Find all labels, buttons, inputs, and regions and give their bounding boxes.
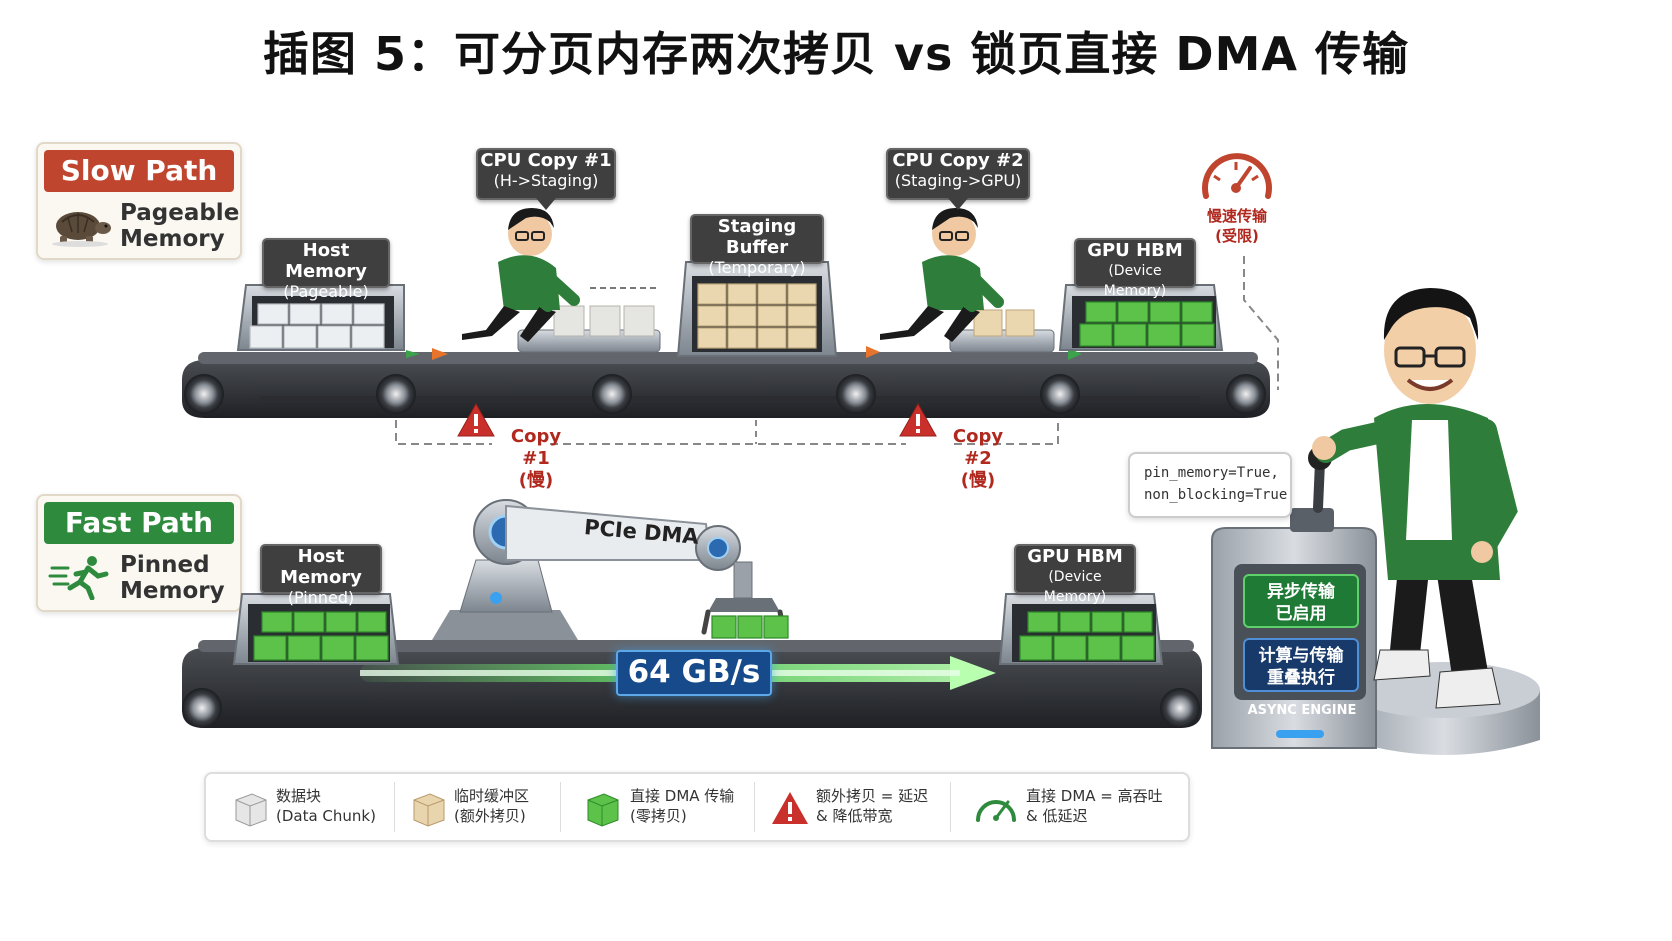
host-memory-pageable-tray xyxy=(236,284,405,351)
gray-cube-icon xyxy=(235,793,267,827)
green-cube-icon xyxy=(587,793,619,827)
cpu-copy-1-title: CPU Copy #1 xyxy=(480,150,612,171)
legend-item-data-chunk: 数据块 (Data Chunk) xyxy=(224,774,394,840)
green-data-chunks-slow xyxy=(1079,301,1215,347)
legend-item-direct-dma: 直接 DMA 传输 (零拷贝) xyxy=(576,774,762,840)
fast-path-title: Fast Path xyxy=(44,502,234,544)
legend-data-chunk-sub: (Data Chunk) xyxy=(276,807,376,825)
legend-item-extra-copy: 额外拷贝 = 延迟 & 降低带宽 xyxy=(766,774,956,840)
async-transfer-sub: 已启用 xyxy=(1275,604,1327,624)
host-memory-pinned-tray xyxy=(232,593,400,665)
fast-path-subtitle: Pinned Memory xyxy=(120,552,225,604)
tan-buffer-chunks xyxy=(697,283,817,349)
staging-buffer-tray xyxy=(676,261,838,357)
page-title: 插图 5：可分页内存两次拷贝 vs 锁页直接 DMA 传输 xyxy=(262,27,1409,81)
pcie-dma-robot-arm xyxy=(432,499,789,640)
slow-transfer-label: 慢速传输 (受限) xyxy=(1196,206,1278,246)
legend-data-chunk-title: 数据块 xyxy=(276,787,322,805)
host-memory-pinned-sub: (Pinned) xyxy=(287,588,355,607)
host-memory-pinned-title: Host Memory xyxy=(280,546,362,588)
fast-path-sub-2: Memory xyxy=(120,578,225,604)
async-engine-label: ASYNC ENGINE xyxy=(1247,703,1357,718)
gpu-hbm-slow-label: GPU HBM (Device Memory) xyxy=(1074,238,1196,299)
overlap-title: 计算与传输 xyxy=(1258,646,1344,666)
slow-path-subtitle: Pageable Memory xyxy=(120,200,239,252)
legend-direct-dma-title: 直接 DMA 传输 xyxy=(630,787,735,805)
tan-cube-icon xyxy=(413,793,445,827)
legend-high-throughput-sub: & 低延迟 xyxy=(1026,807,1088,825)
staging-buffer-label: Staging Buffer (Temporary) xyxy=(690,214,824,277)
host-memory-pinned-label: Host Memory (Pinned) xyxy=(260,544,382,607)
host-memory-pageable-label: Host Memory (Pageable) xyxy=(262,238,390,301)
fast-path-badge: Fast Path Pinned Memory xyxy=(36,494,242,612)
compute-transfer-overlap-button: 计算与传输 重叠执行 xyxy=(1243,638,1359,692)
fast-path-sub-1: Pinned xyxy=(120,552,210,578)
warning-icon xyxy=(772,792,808,824)
warning-icon xyxy=(457,402,495,437)
slow-path-sub-2: Memory xyxy=(120,226,225,252)
gpu-hbm-fast-tray xyxy=(998,593,1164,665)
legend-direct-dma-sub: (零拷贝) xyxy=(630,807,687,825)
cpu-copy-worker-2 xyxy=(880,208,1055,353)
presenter-character xyxy=(1312,288,1518,709)
copy-2-warning-title: Copy #2 xyxy=(952,426,1004,469)
copy-2-warning-sub: (慢) xyxy=(960,470,996,491)
cpu-copy-worker-1 xyxy=(462,208,661,353)
copy-2-warning-label: Copy #2 (慢) xyxy=(940,426,1016,492)
copy-1-warning-title: Copy #1 xyxy=(510,426,562,469)
legend-item-staging: 临时缓冲区 (额外拷贝) xyxy=(402,774,562,840)
legend-staging-sub: (额外拷贝) xyxy=(454,807,526,825)
gpu-hbm-fast-sub: (Device Memory) xyxy=(1043,569,1107,605)
cpu-copy-2-label: CPU Copy #2 (Staging->GPU) xyxy=(886,148,1030,210)
legend-item-high-throughput: 直接 DMA = 高吞吐 & 低延迟 xyxy=(970,774,1180,840)
async-transfer-title: 异步传输 xyxy=(1267,582,1335,602)
gpu-hbm-slow-sub: (Device Memory) xyxy=(1103,263,1167,299)
legend-extra-copy-sub: & 降低带宽 xyxy=(816,807,893,825)
host-memory-pageable-title: Host Memory xyxy=(285,240,367,282)
green-data-chunks-pinned xyxy=(253,611,389,661)
green-data-chunks-fast xyxy=(1019,611,1155,661)
overlap-sub: 重叠执行 xyxy=(1267,668,1335,688)
legend-extra-copy-title: 额外拷贝 = 延迟 xyxy=(816,787,929,805)
gpu-hbm-fast-title: GPU HBM xyxy=(1027,546,1123,567)
slow-transfer-title: 慢速传输 xyxy=(1206,207,1267,225)
host-memory-pageable-sub: (Pageable) xyxy=(283,282,369,301)
legend-staging-title: 临时缓冲区 xyxy=(454,787,530,805)
speedometer-slow-icon xyxy=(1202,153,1272,199)
code-snippet-bubble: pin_memory=True, non_blocking=True xyxy=(1128,452,1292,518)
copy-1-warning-label: Copy #1 (慢) xyxy=(498,426,574,492)
slow-conveyor-wheels xyxy=(184,374,1266,414)
slow-transfer-sub: (受限) xyxy=(1215,227,1259,245)
gpu-hbm-slow-tray xyxy=(1058,284,1224,351)
speedometer-fast-icon xyxy=(976,800,1016,822)
code-line-1: pin_memory=True, xyxy=(1144,465,1279,481)
gpu-hbm-slow-title: GPU HBM xyxy=(1087,240,1183,261)
slow-path-sub-1: Pageable xyxy=(120,200,240,226)
gray-data-chunks xyxy=(249,303,385,349)
legend: 数据块 (Data Chunk) 临时缓冲区 (额外拷贝) 直接 DMA 传输 … xyxy=(204,772,1190,842)
slow-conveyor xyxy=(182,346,1270,418)
cpu-copy-2-title: CPU Copy #2 xyxy=(892,150,1024,171)
running-person-icon xyxy=(48,554,112,605)
fast-conveyor-wheels xyxy=(182,688,1200,728)
slow-path-title: Slow Path xyxy=(44,150,234,192)
dma-speed-label: 64 GB/s xyxy=(616,650,772,696)
slow-path-badge: Slow Path Pageable Memory xyxy=(36,142,242,260)
cpu-copy-1-label: CPU Copy #1 (H->Staging) xyxy=(476,148,616,210)
gpu-hbm-fast-label: GPU HBM (Device Memory) xyxy=(1014,544,1136,605)
cpu-copy-2-sub: (Staging->GPU) xyxy=(894,171,1022,190)
cpu-copy-1-sub: (H->Staging) xyxy=(493,171,599,190)
copy-1-warning-sub: (慢) xyxy=(518,470,554,491)
turtle-icon xyxy=(48,202,112,253)
staging-buffer-title: Staging Buffer xyxy=(717,216,797,258)
code-line-2: non_blocking=True xyxy=(1144,487,1288,503)
async-transfer-enabled-button: 异步传输 已启用 xyxy=(1243,574,1359,628)
warning-icon xyxy=(899,402,937,437)
legend-high-throughput-title: 直接 DMA = 高吞吐 xyxy=(1026,787,1163,805)
staging-buffer-sub: (Temporary) xyxy=(708,258,806,277)
